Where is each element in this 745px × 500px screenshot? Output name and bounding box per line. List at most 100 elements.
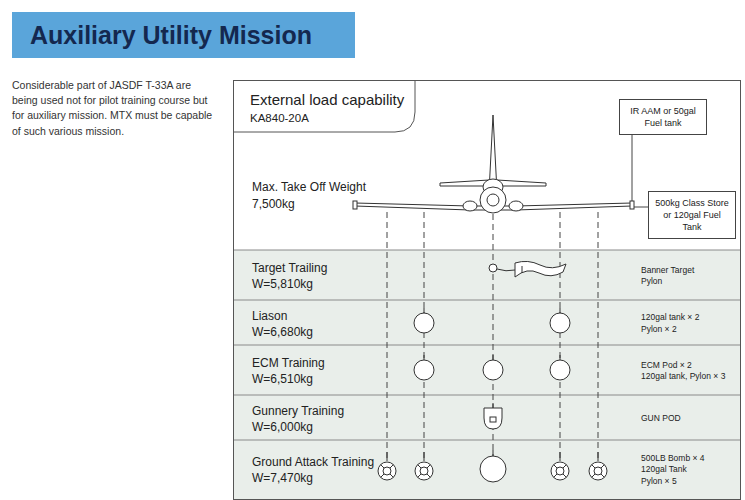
aircraft-front-view (487, 194, 499, 206)
bomb (418, 465, 421, 468)
fuel-tank (480, 456, 506, 482)
fuel-tank (483, 360, 503, 380)
load-panel: External load capabilityKA840-20A IR AAM … (233, 80, 741, 500)
bomb (592, 465, 595, 468)
row-band (234, 250, 740, 499)
row-band (234, 300, 740, 345)
aircraft-front-view (353, 201, 357, 209)
mission-name: ECM Training (252, 356, 641, 370)
bomb (390, 465, 393, 468)
weight-caption: Max. Take Off Weight (252, 180, 366, 194)
bomb (420, 467, 428, 475)
bomb (554, 465, 557, 468)
store-list-item: Pylon × 5 (641, 476, 705, 487)
mission-name: Target Trailing (252, 261, 641, 275)
aircraft-front-view (630, 201, 634, 209)
row-band (234, 395, 740, 440)
fuel-tank (414, 313, 434, 333)
store-list-item: Pylon (641, 276, 694, 287)
callout-box: IR AAM or 50gal Fuel tank (619, 99, 707, 135)
row-band (234, 345, 740, 395)
bomb (554, 474, 557, 477)
bomb (601, 465, 604, 468)
row-band (234, 440, 740, 499)
mission-row: LiasonW=6,680kg120gal tank × 2Pylon × 2 (234, 301, 740, 346)
banner-target (489, 261, 566, 277)
fuel-tank (493, 450, 494, 456)
bomb (594, 467, 602, 475)
aircraft-front-view (509, 201, 523, 211)
bomb (427, 474, 430, 477)
bomb (381, 474, 384, 477)
store-list-item: 120gal tank, Pylon × 3 (641, 371, 725, 382)
leader-line (632, 130, 633, 203)
panel-heading: External load capability (250, 91, 404, 108)
store-list-item: GUN POD (641, 413, 681, 424)
row-band (234, 250, 740, 300)
gun-pod (490, 417, 496, 422)
bomb (592, 474, 595, 477)
bomb (378, 452, 607, 480)
model-number: KA840-20A (250, 112, 404, 124)
mission-weight: W=6,510kg (252, 372, 641, 386)
row-separator (234, 345, 740, 346)
mission-row: Gunnery TrainingW=6,000kgGUN POD (234, 396, 740, 441)
row-separator (234, 440, 740, 441)
bomb (390, 474, 393, 477)
bomb (563, 474, 566, 477)
mission-name: Ground Attack Training (252, 455, 641, 469)
fuel-tank (414, 308, 570, 482)
callout-box: 500kg Class Store or 120gal Fuel Tank (648, 191, 736, 239)
bomb (387, 452, 388, 461)
aircraft-front-view (463, 201, 477, 211)
bomb (383, 467, 391, 475)
store-list-item: Pylon × 2 (641, 324, 699, 335)
banner-target (489, 264, 497, 272)
title-bar: Auxiliary Utility Mission (12, 12, 355, 58)
store-list-item: 120gal tank × 2 (641, 312, 699, 323)
mission-row: ECM TrainingW=6,510kgECM Pod × 2120gal t… (234, 346, 740, 396)
fuel-tank (560, 308, 561, 313)
station-line (387, 212, 598, 462)
banner-target (522, 266, 523, 273)
row-separator (234, 300, 740, 301)
bomb (427, 465, 430, 468)
row-separator (234, 250, 740, 440)
bomb (601, 474, 604, 477)
station-line (598, 212, 599, 462)
tab-outline (234, 81, 415, 132)
fuel-tank (493, 355, 494, 360)
store-list-item: ECM Pod × 2 (641, 360, 725, 371)
gun-pod (484, 408, 502, 429)
bomb (378, 462, 396, 480)
mission-weight: W=5,810kg (252, 277, 641, 291)
row-separator (234, 395, 740, 396)
callout-text: 500kg Class Store or 120gal Fuel Tank (655, 197, 729, 233)
mission-weight: W=7,470kg (252, 471, 641, 485)
bomb (556, 467, 564, 475)
gun-pod (484, 403, 502, 429)
weight-value: 7,500kg (252, 197, 295, 211)
bomb (551, 462, 569, 480)
store-list-item: 500LB Bomb × 4 (641, 453, 705, 464)
station-line (560, 212, 561, 462)
bomb (418, 474, 421, 477)
row-separator (234, 250, 740, 251)
fuel-tank (560, 355, 561, 360)
store-list-item: Banner Target (641, 265, 694, 276)
fuel-tank (550, 313, 570, 333)
bomb (424, 452, 425, 461)
aircraft-front-view (480, 187, 506, 213)
mission-name: Liason (252, 309, 641, 323)
bomb (381, 465, 384, 468)
bomb (560, 452, 561, 461)
fuel-tank (550, 360, 570, 380)
station-line (424, 212, 425, 462)
bomb (415, 462, 433, 480)
bomb (589, 462, 607, 480)
fuel-tank (424, 308, 425, 313)
bomb (563, 465, 566, 468)
store-list-item: 120gal Tank (641, 464, 705, 475)
